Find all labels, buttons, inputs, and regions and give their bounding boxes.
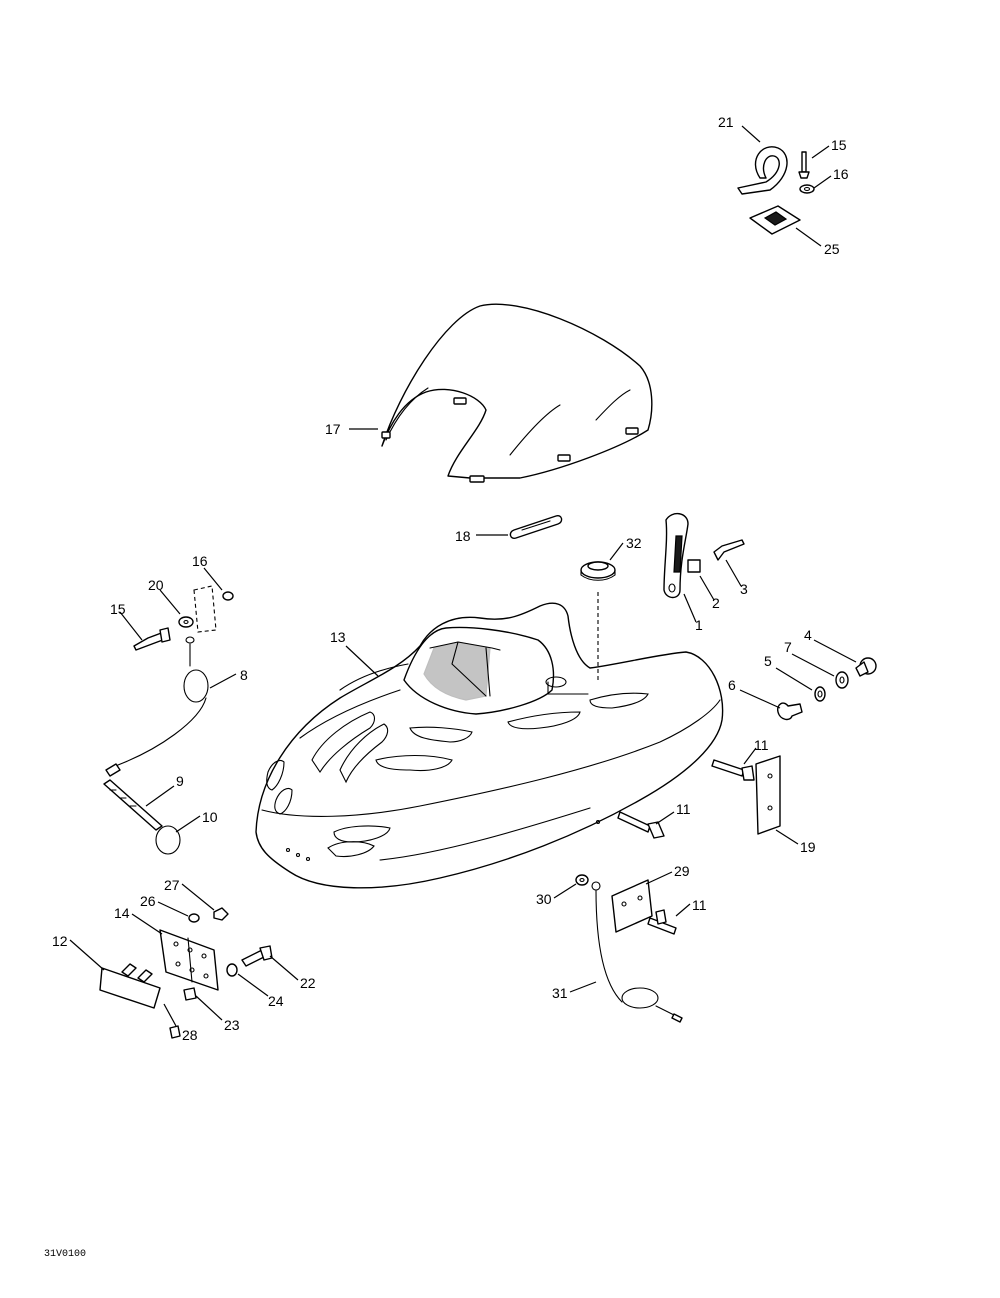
washer-part-16-top [799,184,815,194]
callout-30: 30 [536,891,552,907]
grommet-part-32 [580,561,616,581]
callout-13: 13 [330,629,346,645]
bolt-part-22 [241,945,273,967]
nut-part-27 [213,907,229,921]
rivet-part-3 [713,539,745,561]
callout-23: 23 [224,1017,240,1033]
callout-10: 10 [202,809,218,825]
washer-part-30 [575,874,589,886]
callout-2: 2 [712,595,720,611]
callout-1: 1 [695,617,703,633]
washer-part-26 [188,913,200,923]
callout-labels: 21 15 16 25 17 18 32 1 2 3 16 20 15 8 13… [52,114,849,1043]
bracket-plate-part-14 [159,929,219,991]
callout-6: 6 [728,677,736,693]
callout-8: 8 [240,667,248,683]
plate-part-20 [193,585,217,633]
callout-21: 21 [718,114,734,130]
callout-16: 16 [833,166,849,182]
drawing-code: 31V0100 [44,1249,86,1260]
callout-11-upper: 11 [754,737,769,753]
rivet-part-15-left [133,627,171,651]
leader-lines [69,125,857,1027]
hood-part-13 [255,602,724,889]
callout-11-middle: 11 [676,801,691,817]
callout-12: 12 [52,933,68,949]
callout-31: 31 [552,985,568,1001]
mount-base-part-25 [749,205,801,235]
callout-9: 9 [176,773,184,789]
screw-part-6 [776,702,803,721]
callout-22: 22 [300,975,316,991]
callout-25: 25 [824,241,840,257]
callout-29: 29 [674,863,690,879]
handle-part-1 [663,513,689,599]
spacer-part-2 [687,559,701,573]
washer-part-16-left [222,591,234,601]
callout-28: 28 [182,1027,198,1043]
callout-3: 3 [740,581,748,597]
callout-16-left: 16 [192,553,208,569]
callout-24: 24 [268,993,284,1009]
tether-cable-part-8 [105,636,209,777]
callout-11-lower: 11 [692,897,707,913]
callout-27: 27 [164,877,180,893]
washer-part-7 [835,671,849,689]
rivet-part-11-lower [647,909,677,935]
key-pin-part-9 [103,779,163,831]
washer-part-24 [226,963,238,977]
callout-15: 15 [831,137,847,153]
callout-7: 7 [784,639,792,655]
rivet-part-15-top [798,151,810,179]
callout-17: 17 [325,421,341,437]
washer-part-5 [814,686,826,702]
callout-18: 18 [455,528,471,544]
callout-14: 14 [114,905,130,921]
nut-part-28 [169,1025,181,1039]
windshield-part-17 [381,303,653,483]
callout-19: 19 [800,839,816,855]
rivet-part-11-upper [711,759,755,781]
plate-part-19 [755,755,781,835]
nut-part-23 [183,987,197,1001]
callout-26: 26 [140,893,156,909]
tether-cable-part-31 [591,881,683,1023]
plate-part-29 [611,879,653,933]
callout-4: 4 [804,627,812,643]
callout-5: 5 [764,653,772,669]
cable-tie-part-21 [737,146,788,195]
clip-part-20 [178,616,194,628]
callout-15-left: 15 [110,601,126,617]
callout-20: 20 [148,577,164,593]
cap-nut-part-4 [855,657,877,677]
reflector-strip-part-18 [509,514,563,540]
rivet-part-11-middle [617,811,665,839]
callout-32: 32 [626,535,642,551]
plate-holder-part-12 [99,963,161,1009]
key-ring-part-10 [155,825,181,855]
